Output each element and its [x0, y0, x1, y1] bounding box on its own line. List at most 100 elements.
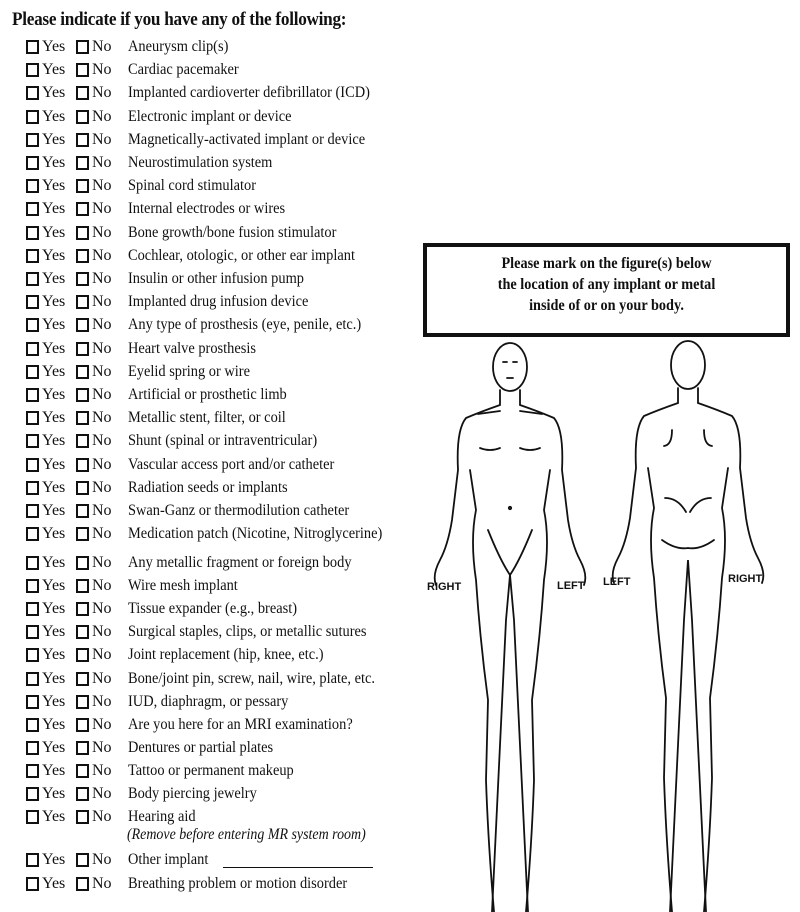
no-checkbox[interactable] [76, 579, 89, 594]
no-option[interactable]: No [76, 785, 128, 803]
no-option[interactable]: No [76, 432, 128, 450]
yes-option[interactable]: Yes [26, 502, 76, 520]
no-checkbox[interactable] [76, 202, 89, 217]
yes-option[interactable]: Yes [26, 293, 76, 311]
yes-option[interactable]: Yes [26, 247, 76, 265]
yes-checkbox[interactable] [26, 740, 39, 755]
no-checkbox[interactable] [76, 648, 89, 663]
no-option[interactable]: No [76, 108, 128, 126]
no-option[interactable]: No [76, 270, 128, 288]
yes-option[interactable]: Yes [26, 270, 76, 288]
yes-option[interactable]: Yes [26, 432, 76, 450]
no-checkbox[interactable] [76, 694, 89, 709]
yes-checkbox[interactable] [26, 272, 39, 286]
no-checkbox[interactable] [76, 132, 89, 147]
yes-checkbox[interactable] [26, 132, 39, 147]
yes-checkbox[interactable] [26, 86, 39, 101]
yes-checkbox[interactable] [26, 248, 39, 263]
yes-option[interactable]: Yes [26, 554, 76, 572]
yes-option[interactable]: Yes [26, 600, 76, 618]
no-checkbox[interactable] [76, 457, 89, 472]
no-option[interactable]: No [76, 525, 128, 543]
no-checkbox[interactable] [76, 434, 89, 449]
yes-checkbox[interactable] [26, 853, 39, 867]
yes-checkbox[interactable] [26, 717, 39, 732]
yes-option[interactable]: Yes [26, 623, 76, 641]
no-checkbox[interactable] [76, 63, 89, 78]
no-option[interactable]: No [76, 739, 128, 757]
yes-option[interactable]: Yes [26, 316, 76, 334]
yes-checkbox[interactable] [26, 341, 39, 356]
no-option[interactable]: No [76, 131, 128, 149]
yes-checkbox[interactable] [26, 411, 39, 426]
yes-checkbox[interactable] [26, 648, 39, 663]
no-option[interactable]: No [76, 670, 128, 688]
yes-option[interactable]: Yes [26, 131, 76, 149]
no-option[interactable]: No [76, 340, 128, 358]
no-checkbox[interactable] [76, 527, 89, 542]
yes-checkbox[interactable] [26, 388, 39, 402]
no-option[interactable]: No [76, 808, 128, 826]
no-option[interactable]: No [76, 623, 128, 641]
no-option[interactable]: No [76, 762, 128, 780]
yes-checkbox[interactable] [26, 225, 39, 240]
yes-option[interactable]: Yes [26, 61, 76, 79]
no-checkbox[interactable] [76, 179, 89, 194]
yes-option[interactable]: Yes [26, 875, 76, 893]
no-checkbox[interactable] [76, 717, 89, 732]
yes-checkbox[interactable] [26, 625, 39, 640]
no-option[interactable]: No [76, 456, 128, 474]
no-option[interactable]: No [76, 154, 128, 172]
no-checkbox[interactable] [76, 388, 89, 402]
yes-option[interactable]: Yes [26, 456, 76, 474]
yes-checkbox[interactable] [26, 579, 39, 594]
yes-checkbox[interactable] [26, 763, 39, 778]
yes-option[interactable]: Yes [26, 177, 76, 195]
yes-option[interactable]: Yes [26, 38, 76, 56]
yes-checkbox[interactable] [26, 504, 39, 518]
yes-option[interactable]: Yes [26, 386, 76, 404]
no-checkbox[interactable] [76, 480, 89, 495]
yes-checkbox[interactable] [26, 40, 39, 54]
no-checkbox[interactable] [76, 86, 89, 101]
no-checkbox[interactable] [76, 272, 89, 286]
yes-option[interactable]: Yes [26, 363, 76, 381]
no-option[interactable]: No [76, 577, 128, 595]
yes-checkbox[interactable] [26, 877, 39, 891]
no-checkbox[interactable] [76, 787, 89, 801]
no-option[interactable]: No [76, 177, 128, 195]
yes-checkbox[interactable] [26, 602, 39, 617]
no-checkbox[interactable] [76, 877, 89, 891]
yes-checkbox[interactable] [26, 694, 39, 709]
no-option[interactable]: No [76, 851, 128, 869]
yes-checkbox[interactable] [26, 295, 39, 310]
yes-option[interactable]: Yes [26, 84, 76, 102]
yes-option[interactable]: Yes [26, 340, 76, 358]
yes-option[interactable]: Yes [26, 108, 76, 126]
no-checkbox[interactable] [76, 295, 89, 310]
no-option[interactable]: No [76, 693, 128, 711]
no-option[interactable]: No [76, 875, 128, 893]
yes-checkbox[interactable] [26, 556, 39, 570]
no-option[interactable]: No [76, 554, 128, 572]
yes-checkbox[interactable] [26, 318, 39, 333]
yes-checkbox[interactable] [26, 109, 39, 124]
no-checkbox[interactable] [76, 40, 89, 54]
yes-option[interactable]: Yes [26, 808, 76, 826]
yes-option[interactable]: Yes [26, 762, 76, 780]
no-option[interactable]: No [76, 224, 128, 242]
no-checkbox[interactable] [76, 671, 89, 686]
no-checkbox[interactable] [76, 364, 89, 379]
yes-option[interactable]: Yes [26, 224, 76, 242]
yes-checkbox[interactable] [26, 787, 39, 801]
no-checkbox[interactable] [76, 248, 89, 263]
no-checkbox[interactable] [76, 740, 89, 755]
yes-checkbox[interactable] [26, 63, 39, 78]
no-checkbox[interactable] [76, 556, 89, 570]
no-checkbox[interactable] [76, 318, 89, 333]
no-option[interactable]: No [76, 200, 128, 218]
yes-checkbox[interactable] [26, 457, 39, 472]
no-option[interactable]: No [76, 293, 128, 311]
yes-checkbox[interactable] [26, 527, 39, 542]
no-checkbox[interactable] [76, 504, 89, 518]
